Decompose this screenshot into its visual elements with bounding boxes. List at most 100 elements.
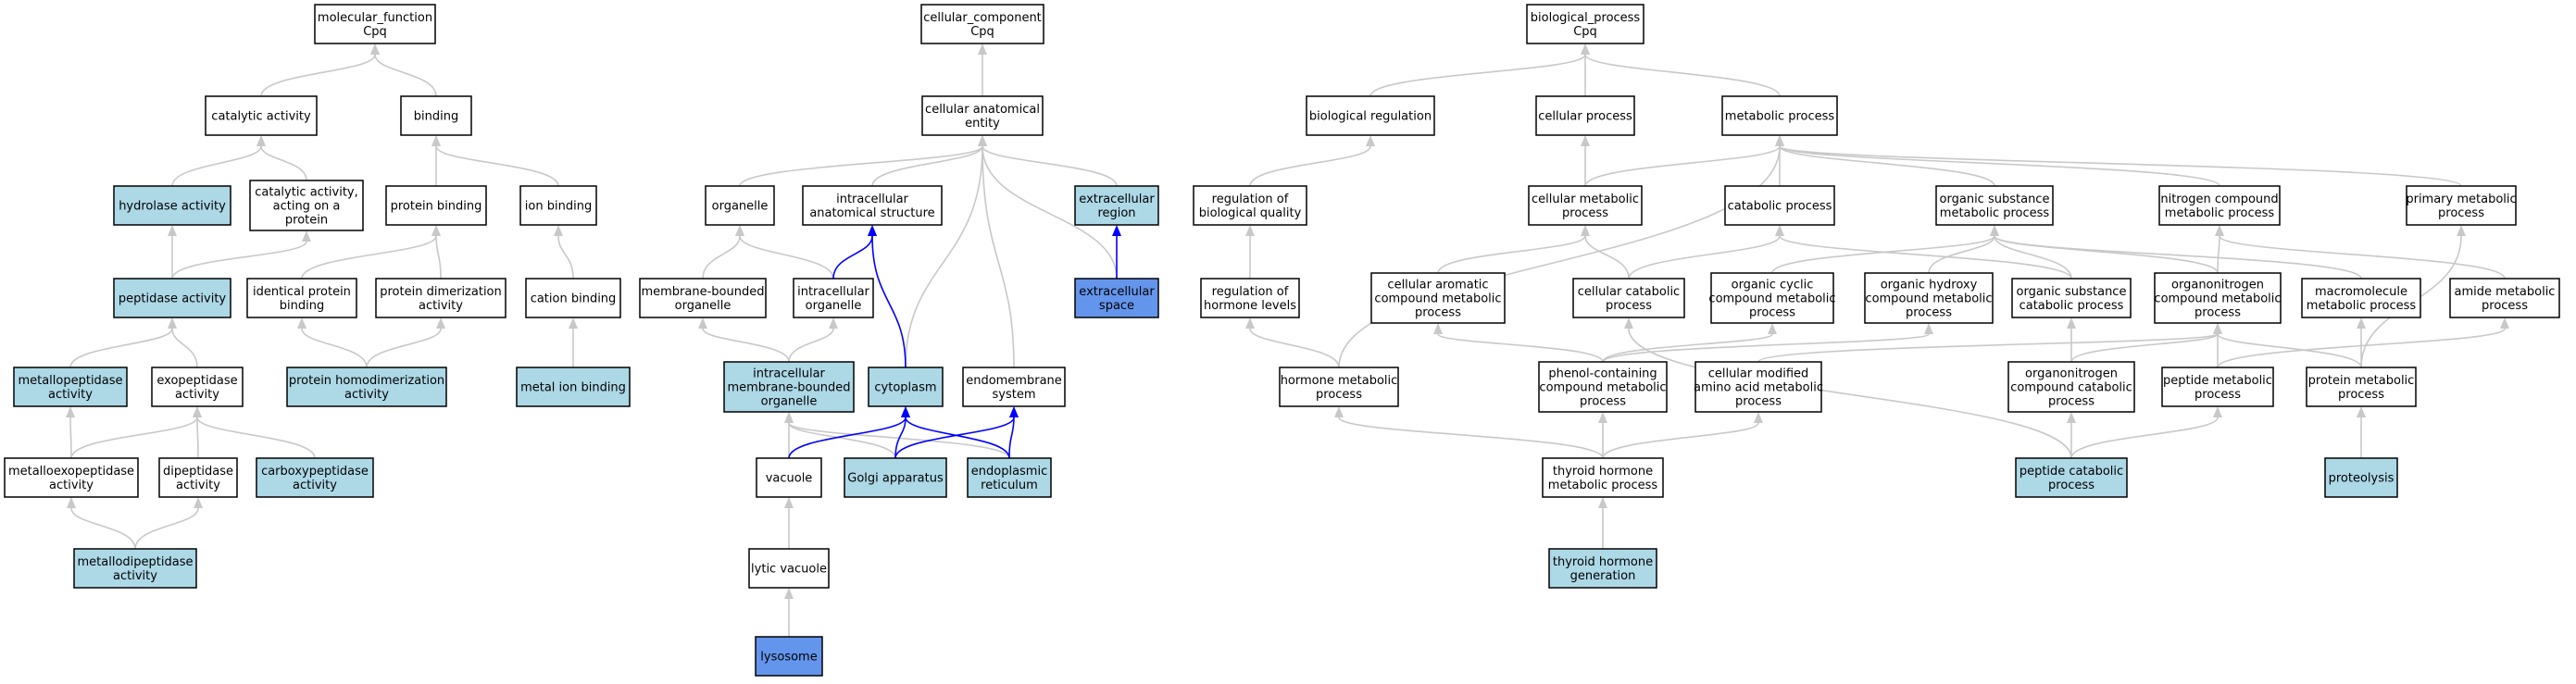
- node-peptidase[interactable]: peptidase activity: [113, 278, 231, 318]
- edge-protein_homodimer-to-identical_pb: [297, 317, 368, 368]
- node-label-line: primary metabolic: [2406, 193, 2516, 206]
- edge-line: [1584, 145, 1781, 187]
- node-box: [1370, 272, 1506, 324]
- edge-arrowhead: [67, 497, 76, 508]
- edge-arrowhead: [1245, 317, 1255, 329]
- node-lysosome[interactable]: lysosome: [755, 636, 823, 677]
- node-box: [2007, 361, 2135, 413]
- node-vacuole[interactable]: vacuole: [756, 457, 822, 498]
- edge-line: [871, 235, 907, 368]
- node-label: lytic vacuole: [751, 563, 827, 577]
- node-binding[interactable]: binding: [400, 95, 472, 136]
- node-label-line: process: [2048, 395, 2095, 409]
- node-box: [705, 185, 775, 226]
- edge-line: [1994, 235, 2362, 280]
- edge-arrowhead: [868, 225, 877, 236]
- node-box: [1528, 185, 1643, 226]
- node-metabolic-process[interactable]: metabolic process: [1721, 95, 1838, 136]
- node-label-line: membrane-bounded: [727, 381, 850, 395]
- node-cation-binding[interactable]: cation binding: [525, 278, 621, 318]
- node-proteolysis[interactable]: proteolysis: [2324, 457, 2398, 498]
- node-lytic-vacuole[interactable]: lytic vacuole: [748, 548, 830, 589]
- edge-arrowhead: [1768, 323, 1777, 334]
- node-cellular-process[interactable]: cellular process: [1535, 95, 1635, 136]
- node-catabolic[interactable]: catabolic process: [1724, 185, 1835, 226]
- edge-line: [260, 54, 376, 97]
- edge-er-to-imbo: [784, 412, 1010, 459]
- edge-cellular_metabolic-to-metabolic_process: [1584, 135, 1784, 187]
- node-catalytic[interactable]: catalytic activity: [205, 95, 318, 136]
- node-cytoplasm[interactable]: cytoplasm: [868, 367, 944, 407]
- node-label-line: compound metabolic: [1539, 381, 1666, 395]
- edge-line: [1249, 145, 1371, 187]
- node-hydrolase[interactable]: hydrolase activity: [113, 185, 231, 226]
- node-box: [2449, 278, 2560, 318]
- node-label-line: protein metabolic: [2308, 374, 2415, 388]
- node-organelle[interactable]: organelle: [705, 185, 775, 226]
- node-metal-ion-binding[interactable]: metal ion binding: [516, 367, 631, 407]
- edge-peptide_catabolic-to-organonitrogen_cat: [2067, 412, 2076, 459]
- node-ion-binding[interactable]: ion binding: [519, 185, 597, 226]
- edge-line: [2217, 235, 2220, 274]
- node-bio-reg[interactable]: biological regulation: [1306, 95, 1435, 136]
- node-golgi[interactable]: Golgi apparatus: [844, 457, 947, 498]
- node-protein-binding[interactable]: protein binding: [385, 185, 487, 226]
- edge-line: [1628, 328, 2072, 459]
- edge-phenol-to-organic_hydroxy: [1602, 323, 1933, 363]
- edge-arrowhead: [569, 317, 578, 329]
- edge-arrowhead: [431, 135, 441, 146]
